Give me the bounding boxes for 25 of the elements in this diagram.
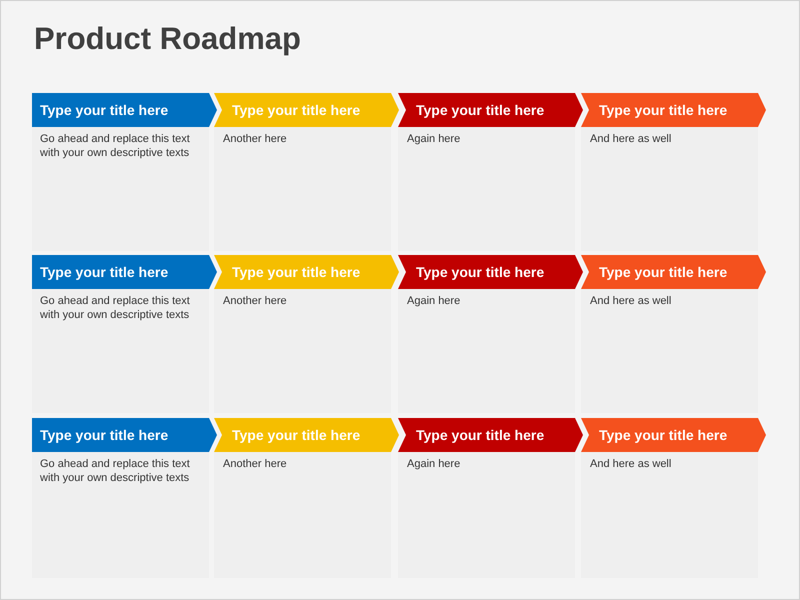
stage-description: And here as well	[590, 132, 672, 146]
stage-title: Type your title here	[599, 427, 728, 443]
stage-title: Type your title here	[416, 264, 544, 280]
page-title: Product Roadmap	[34, 21, 301, 57]
stage-title: Type your title here	[599, 264, 728, 280]
stage-title: Type your title here	[599, 102, 728, 118]
stage-description: Go ahead and replace this text with your own descriptive texts	[40, 457, 191, 485]
stage-description: And here as well	[590, 457, 672, 471]
stage-description: Again here	[407, 294, 462, 308]
stage-description: Go ahead and replace this text with your own descriptive texts	[40, 132, 191, 160]
stage-description: Again here	[407, 132, 462, 146]
stage-title: Type your title here	[232, 264, 360, 280]
stage-description: Go ahead and replace this text with your own descriptive texts	[40, 294, 191, 322]
stage-title: Type your title here	[232, 102, 360, 118]
stage-description: Another here	[223, 132, 288, 146]
stage-title: Type your title here	[40, 102, 168, 118]
stage-title: Type your title here	[40, 427, 168, 443]
stage-title: Type your title here	[40, 264, 168, 280]
stage-title: Type your title here	[416, 102, 544, 118]
stage-title: Type your title here	[416, 427, 544, 443]
stage-description: Again here	[407, 457, 462, 471]
stage-title: Type your title here	[232, 427, 360, 443]
stage-description: Another here	[223, 457, 288, 471]
stage-description: Another here	[223, 294, 288, 308]
stage-description: And here as well	[590, 294, 672, 308]
